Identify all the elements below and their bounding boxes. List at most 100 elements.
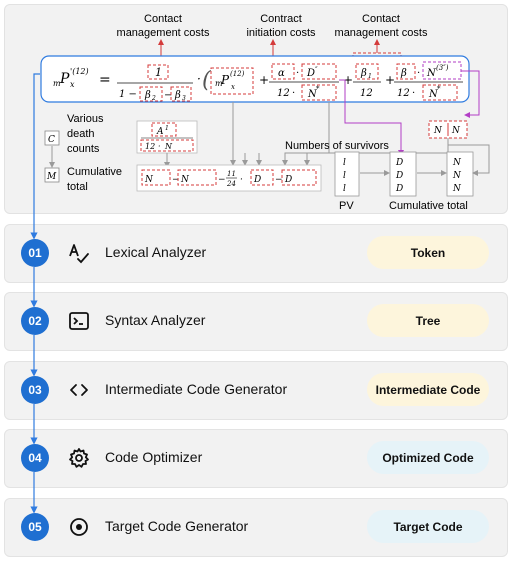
denominator-one-minus: 1 −: [119, 89, 137, 100]
target-icon: [67, 515, 91, 539]
label-total: total: [67, 181, 88, 193]
d-sup: ″: [315, 66, 318, 74]
annotation-contact-management-2b: management costs: [335, 27, 428, 39]
purple-connector: [461, 70, 480, 118]
highlight-box: [151, 122, 177, 137]
n-star: N: [307, 89, 318, 100]
nx-2: N: [452, 171, 462, 181]
inner-p: P: [220, 73, 230, 87]
label-cumulative-total: Cumulative total: [389, 200, 468, 212]
beta-2: β: [144, 90, 151, 101]
stage-number-badge: 02: [21, 307, 49, 335]
highlight-box: [422, 84, 458, 101]
beta-3: β: [174, 90, 181, 101]
eleven: 11: [227, 170, 236, 178]
minus-sign: −: [164, 90, 172, 101]
highlight-box: [210, 67, 254, 95]
pv-vector-box: [334, 151, 360, 197]
inner-p-sup: (12): [230, 70, 245, 78]
dot-operator: ·: [417, 68, 420, 79]
dot-operator: ·: [240, 175, 243, 185]
flow-arrow: [447, 138, 490, 176]
nx-3: N: [452, 184, 462, 194]
stage-title: Code Optimizer: [105, 449, 203, 465]
formula-diagram: Contact management costs Contract initia…: [40, 13, 490, 212]
highlight-box: [301, 84, 337, 101]
highlight-box: [147, 64, 169, 80]
twelve: 12: [145, 142, 155, 151]
m-icon-box: [44, 167, 60, 183]
n-star-sup: *: [316, 85, 320, 93]
lhs-sub-left: m: [53, 79, 61, 88]
plus-sign: +: [259, 73, 269, 87]
nx-symbol: N: [433, 126, 443, 136]
stage-title: Intermediate Code Generator: [105, 381, 288, 397]
highlight-box: [177, 169, 217, 186]
stage-syntax-analyzer[interactable]: 02 Syntax Analyzer Tree: [4, 292, 508, 351]
highlight-box: [355, 63, 379, 80]
inner-p-sub: x: [231, 83, 235, 91]
dot-operator: ·: [412, 88, 415, 99]
stage-title: Syntax Analyzer: [105, 312, 206, 328]
twelve: 12: [277, 88, 290, 99]
beta-3-sub: 3: [182, 95, 186, 102]
lhs-sup: '(12): [70, 67, 89, 76]
gear-icon: [67, 446, 91, 470]
annotation-contact-management-2a: Contact: [362, 13, 400, 25]
a-symbol: A: [156, 127, 164, 137]
twenty-four: 24: [226, 180, 236, 188]
plus-sign: +: [385, 73, 395, 87]
label-various: Various: [67, 113, 104, 125]
annotation-contract-initiation-b: initiation costs: [246, 27, 316, 39]
beta-2-sub: 2: [151, 95, 156, 102]
dx-3: D: [395, 184, 403, 194]
beta-1: β: [360, 68, 367, 79]
stage-intermediate-code-generator[interactable]: 03 Intermediate Code Generator Intermedi…: [4, 361, 508, 420]
nx-symbol: N: [451, 126, 461, 136]
numerator-one: 1: [155, 66, 162, 79]
pv-l-1: l: [343, 158, 346, 168]
open-paren: (: [202, 68, 211, 93]
stage-number-badge: 01: [21, 239, 49, 267]
code-brackets-icon: [67, 378, 91, 402]
highlight-box: [139, 86, 163, 102]
dot-operator: ·: [296, 68, 299, 79]
stage-number-badge: 05: [21, 513, 49, 541]
minus-sign: −: [218, 175, 226, 185]
highlight-box: [170, 86, 192, 102]
twelve: 12: [397, 88, 410, 99]
stage-code-optimizer[interactable]: 04 Code Optimizer Optimized Code: [4, 429, 508, 488]
minus-sign: −: [275, 175, 283, 185]
stage-lexical-analyzer[interactable]: 01 Lexical Analyzer Token: [4, 224, 508, 283]
stage-output-pill: Target Code: [367, 510, 489, 543]
stage-number-badge: 03: [21, 376, 49, 404]
c-symbol: C: [48, 135, 55, 145]
dx-vector-box: [389, 151, 417, 197]
inner-sub-left: m: [215, 79, 223, 88]
highlight-box: [141, 169, 171, 186]
lhs-sub: x: [70, 80, 75, 89]
stage-title: Lexical Analyzer: [105, 244, 207, 260]
label-pv: PV: [339, 200, 354, 212]
nx-symbol: N: [180, 175, 190, 185]
n-star-sup: *: [437, 85, 441, 93]
minus-sign: −: [172, 175, 180, 185]
d-symbol: D: [306, 68, 315, 79]
a-sup: 1: [165, 125, 169, 132]
dx-1: D: [395, 158, 403, 168]
stage-target-code-generator[interactable]: 05 Target Code Generator Target Code: [4, 498, 508, 557]
pv-l-2: l: [343, 171, 346, 181]
highlight-box: [281, 169, 317, 186]
twelve: 12: [360, 88, 373, 99]
annotation-contract-initiation-a: Contract: [260, 13, 302, 25]
label-death: death: [67, 128, 95, 140]
c-icon-box: [44, 130, 60, 146]
lhs-symbol: P: [59, 71, 70, 87]
pv-l-3: l: [343, 184, 346, 194]
nx-symbol: N: [144, 175, 154, 185]
stage-number-badge: 04: [21, 444, 49, 472]
stage-output-pill: Intermediate Code: [367, 373, 489, 406]
dot-operator: ·: [197, 72, 201, 86]
dot-operator: ·: [158, 142, 161, 151]
nx-vector-box: [446, 151, 474, 197]
